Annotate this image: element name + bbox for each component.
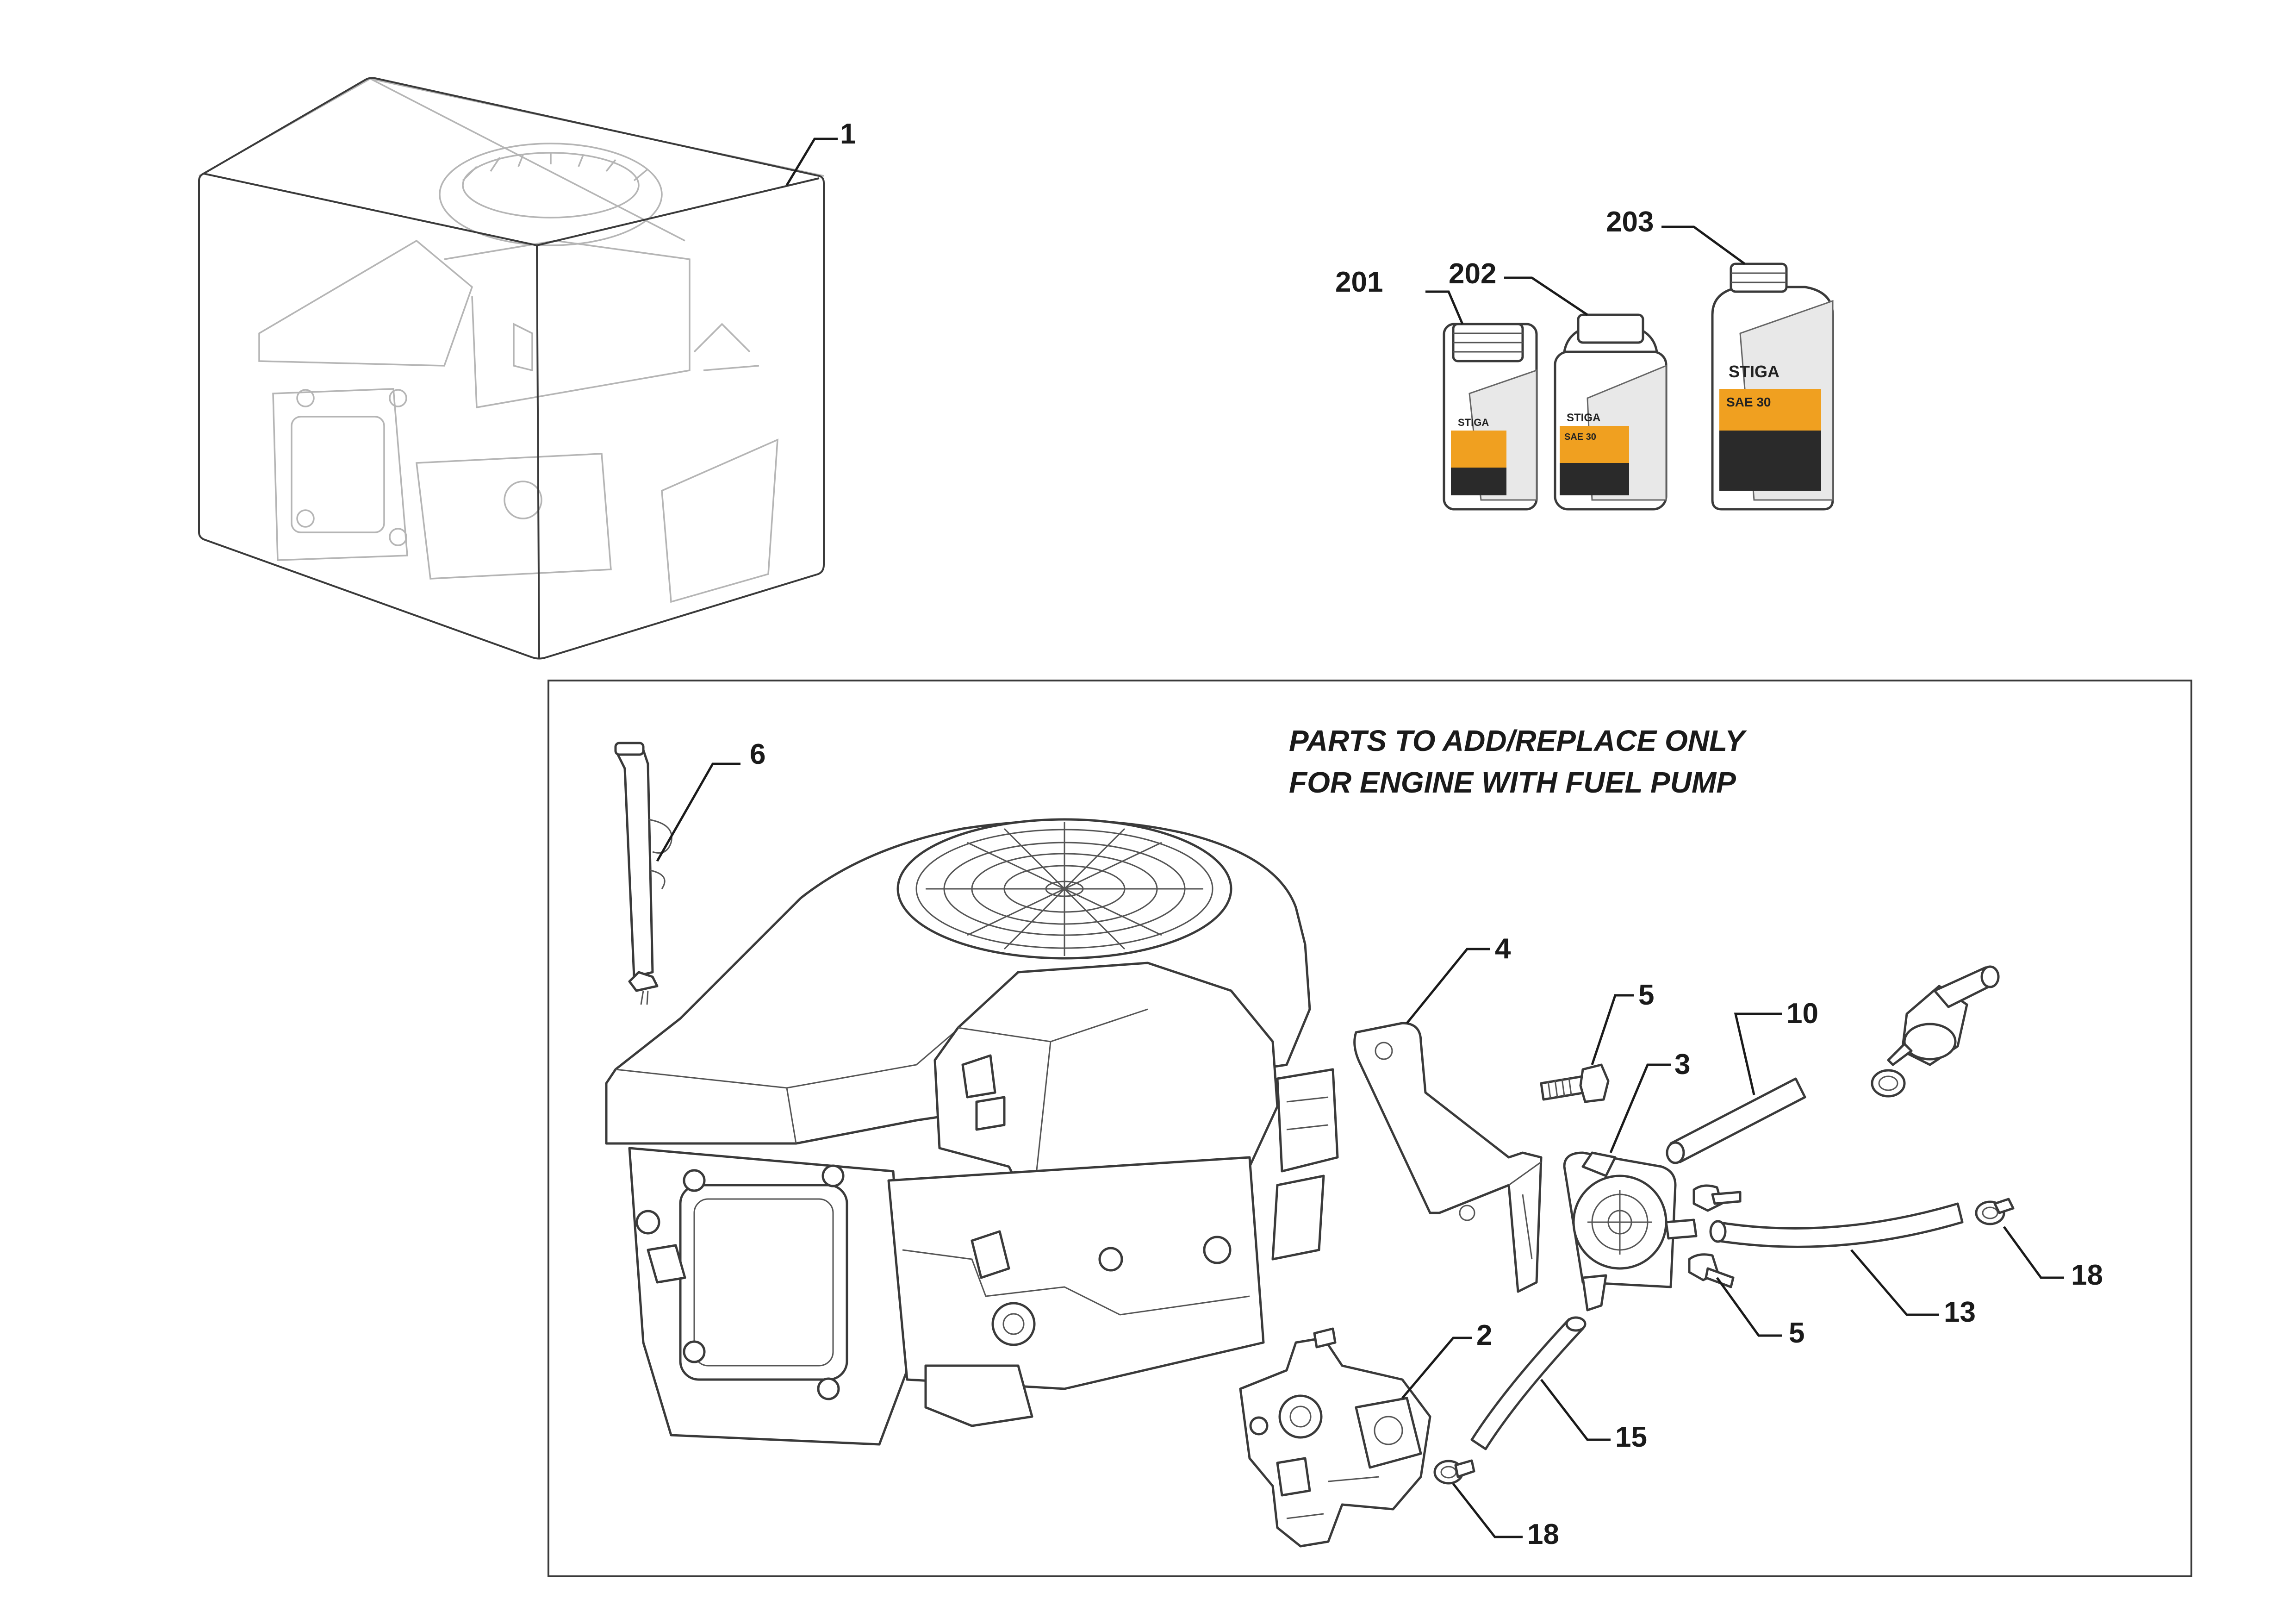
callout-5-upper: 5 — [1638, 979, 1654, 1011]
bottle-203-grade: SAE 30 — [1726, 395, 1771, 409]
callout-18-bottom: 18 — [1527, 1518, 1559, 1550]
callout-18-right: 18 — [2071, 1259, 2103, 1291]
screw-upper: 5 — [1540, 979, 1654, 1103]
callout-13: 13 — [1944, 1296, 1976, 1328]
oil-bottle-201: STIGA 201 — [1335, 266, 1538, 511]
engine-ghost-illustration — [258, 143, 778, 603]
oil-bottle-202: STIGA SAE 30 202 — [1449, 258, 1668, 511]
fuel-filter — [1871, 965, 2000, 1098]
callout-202: 202 — [1449, 258, 1496, 290]
carburettor: 2 — [1239, 1319, 1492, 1548]
leader-line-1 — [785, 137, 838, 186]
callout-201: 201 — [1335, 266, 1383, 298]
engine-illustration — [605, 818, 1339, 1446]
screw-lower: 5 — [1688, 1184, 1804, 1349]
callout-5-lower: 5 — [1789, 1317, 1804, 1349]
callout-4: 4 — [1495, 933, 1511, 965]
callout-10: 10 — [1786, 998, 1818, 1030]
fuel-pump-kit-frame — [548, 680, 2192, 1577]
callout-203: 203 — [1606, 206, 1654, 238]
fuel-pump: 3 — [1563, 1049, 1698, 1312]
hose-clamp-bottom: 18 — [1433, 1459, 1559, 1550]
fuel-hose-13: 13 — [1709, 1202, 1976, 1328]
pump-bracket: 4 — [1353, 933, 1543, 1293]
bottle-202-brand: STIGA — [1567, 412, 1600, 424]
engine-kit-box: 1 — [198, 77, 856, 660]
bottle-203-brand: STIGA — [1729, 362, 1780, 381]
callout-1: 1 — [840, 118, 856, 150]
hose-clamp-right: 18 — [1975, 1198, 2103, 1291]
callout-15: 15 — [1615, 1421, 1647, 1453]
callout-3: 3 — [1674, 1049, 1690, 1081]
bottle-201-brand: STIGA — [1458, 417, 1489, 428]
fuel-hose-15: 15 — [1470, 1316, 1647, 1453]
fuel-pump-note-line2: FOR ENGINE WITH FUEL PUMP — [1289, 766, 1736, 799]
callout-2: 2 — [1476, 1319, 1492, 1351]
oil-bottle-203: STIGA SAE 30 203 — [1606, 206, 1834, 511]
dipstick-tube: 6 — [614, 738, 765, 1005]
callout-6: 6 — [750, 738, 765, 770]
fuel-pump-note-line1: PARTS TO ADD/REPLACE ONLY — [1289, 724, 1747, 757]
bottle-202-grade: SAE 30 — [1564, 432, 1596, 442]
fuel-hose-10: 10 — [1666, 998, 1818, 1164]
